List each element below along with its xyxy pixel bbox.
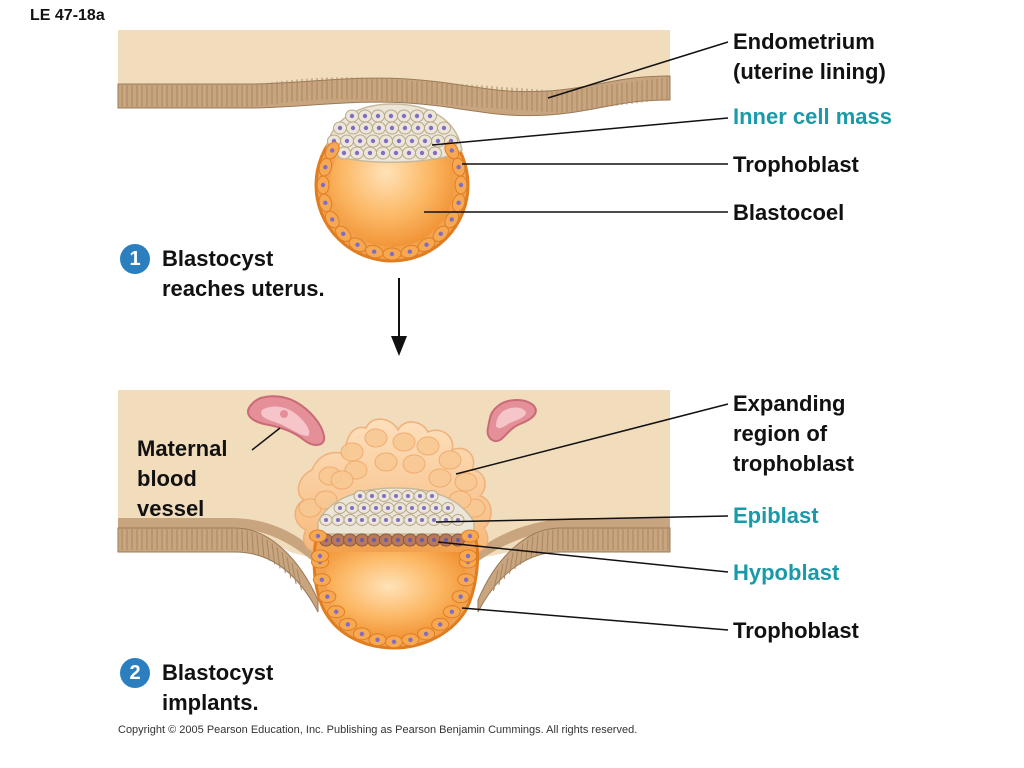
step-2: 2 Blastocyst implants.: [120, 658, 273, 718]
label-inner-cell-mass: Inner cell mass: [733, 104, 892, 129]
label-maternal-blood-vessel: Maternal blood vessel: [137, 436, 228, 521]
trophoblast-lobe: [402, 454, 426, 474]
epithelial-cell: [246, 530, 249, 552]
label-blastocoel: Blastocoel: [733, 200, 845, 225]
epithelial-cell: [271, 543, 276, 565]
leader-lines-1: [424, 41, 729, 213]
trophoblast-lobe: [330, 470, 354, 490]
step-1: 1 Blastocyst reaches uterus.: [120, 244, 325, 304]
epithelial-cell: [281, 552, 286, 574]
epithelial-cell: [291, 562, 297, 585]
maternal-blood-vessel-left: [247, 395, 326, 446]
panel-1: [117, 30, 729, 263]
epithelium-bottom: [118, 518, 670, 566]
trophoblast-lobe: [454, 472, 478, 492]
epithelial-cell: [546, 530, 549, 552]
step-2-badge: 2: [120, 658, 150, 688]
epithelial-cell: [551, 529, 554, 551]
trophoblast-lobe: [374, 452, 398, 472]
epithelial-cell: [251, 531, 254, 554]
trophoblast-cells-1: [316, 141, 468, 261]
epithelial-cell: [492, 570, 499, 592]
step-1-badge: 1: [120, 244, 150, 274]
epithelial-cell: [498, 563, 504, 585]
trophoblast-lobe: [340, 442, 364, 462]
epithelial-cell: [256, 534, 260, 556]
label-expanding-region: Expanding region of trophoblast: [733, 391, 854, 476]
blastocyst-2: [309, 487, 480, 650]
trophoblast-cells-2: [309, 529, 479, 649]
label-trophoblast-top: Trophoblast: [733, 152, 859, 177]
epithelial-cell: [286, 557, 292, 579]
label-endometrium: Endometrium (uterine lining): [733, 29, 886, 84]
blastocyst-1: [314, 103, 470, 263]
epithelial-cell: [296, 569, 302, 591]
epithelium-band-right: [477, 527, 671, 613]
epithelial-cell: [530, 536, 534, 558]
progression-arrow: [391, 278, 407, 356]
leader-lines-2: [251, 403, 729, 631]
epithelial-cell: [519, 543, 524, 565]
step-2-text: Blastocyst implants.: [162, 660, 274, 715]
step-1-text: Blastocyst reaches uterus.: [162, 246, 325, 301]
epithelial-cell: [266, 539, 270, 561]
epithelial-cell: [509, 552, 514, 574]
copyright-notice: Copyright © 2005 Pearson Education, Inc.…: [118, 724, 638, 736]
epithelial-cell: [541, 532, 544, 554]
trophoblast-lobe: [438, 450, 462, 470]
label-trophoblast-bottom: Trophoblast: [733, 618, 859, 643]
epithelial-cell: [261, 536, 265, 558]
label-hypoblast: Hypoblast: [733, 560, 840, 585]
trophoblast-lobe: [428, 468, 452, 488]
epithelial-cell: [241, 529, 244, 551]
trophoblast-lobe: [364, 428, 388, 448]
expanding-trophoblast-cells: [298, 428, 486, 518]
label-epiblast: Epiblast: [733, 503, 819, 528]
epiblast-cells: [319, 490, 465, 526]
maternal-blood-vessel-right: [486, 399, 537, 442]
panel-2: [117, 390, 729, 650]
epithelium-cells-top: [121, 77, 668, 113]
hypoblast-cells: [319, 533, 465, 547]
epithelial-cell: [503, 557, 509, 580]
epithelium-cells-bottom: [121, 529, 669, 592]
epithelial-cell: [514, 547, 519, 569]
trophoblast-lobe: [416, 436, 440, 456]
epithelial-cell: [276, 547, 281, 569]
epithelium-stripes-top: [117, 75, 671, 117]
trophoblast-lobe: [392, 432, 416, 452]
figure-id: LE 47-18a: [30, 7, 105, 24]
